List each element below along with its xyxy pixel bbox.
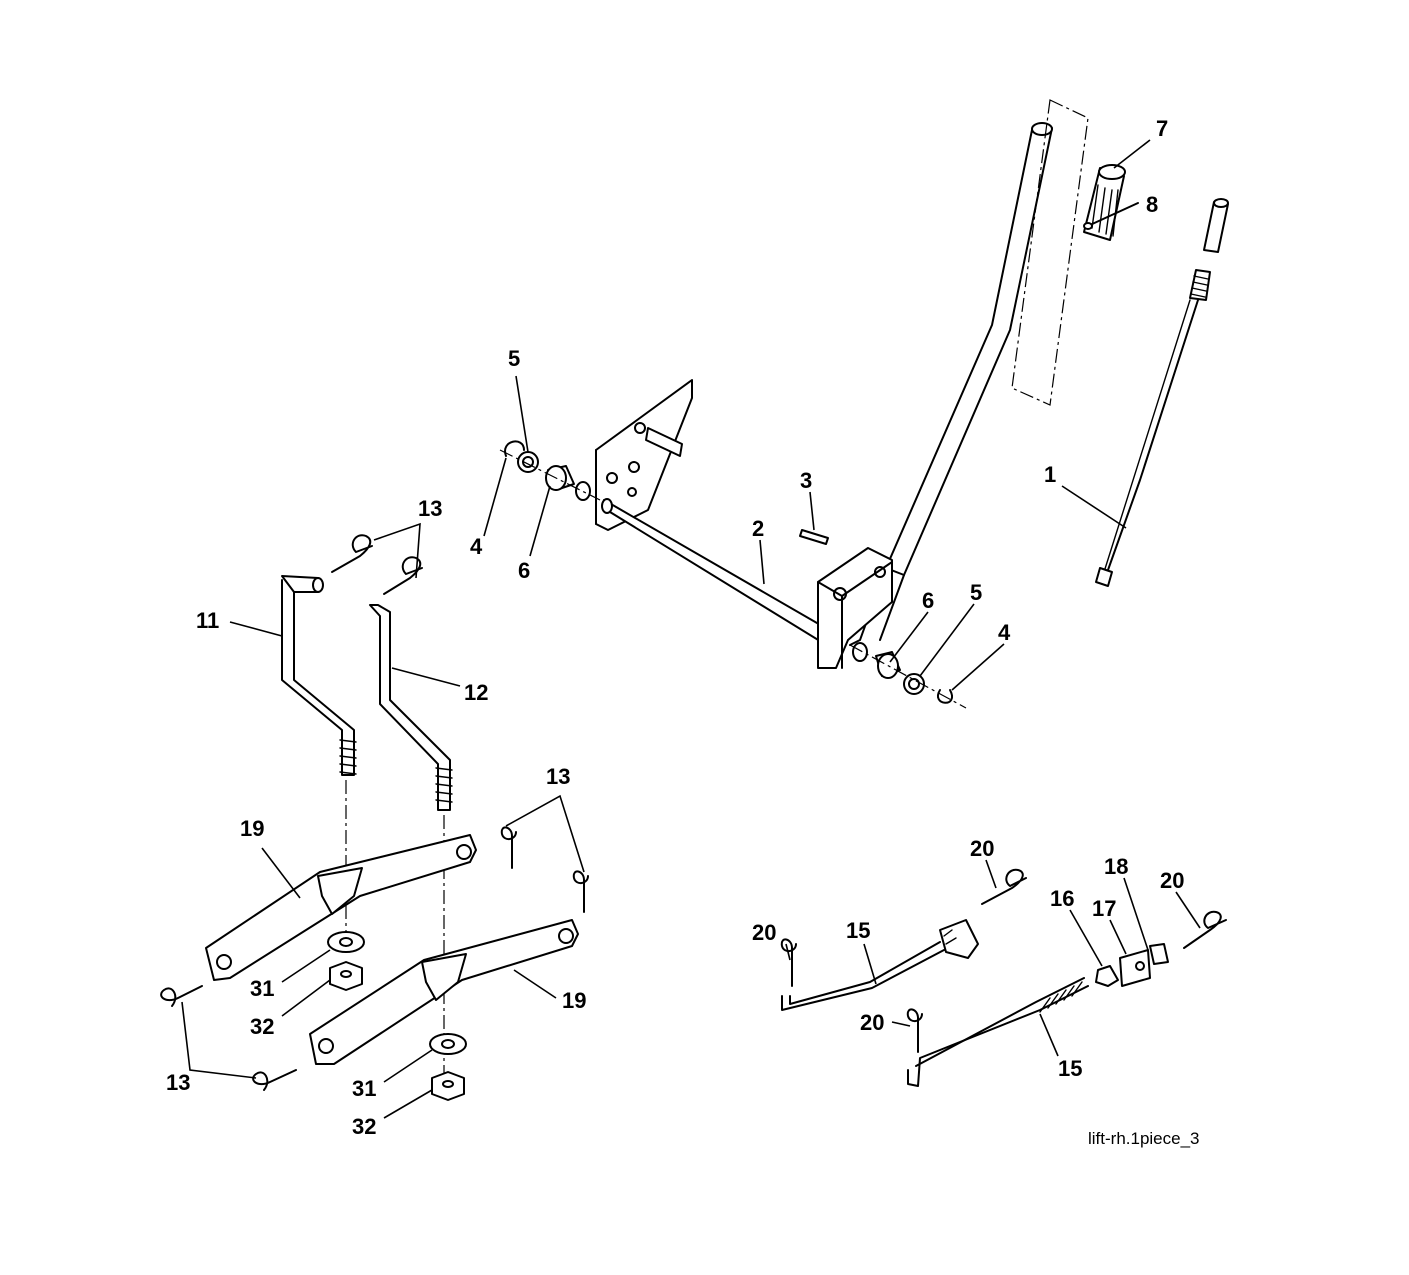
hair-pin-clips-bottom — [160, 985, 297, 1091]
left-bushing-set — [504, 440, 591, 501]
lift-link-12 — [369, 604, 453, 811]
callout-32: 32 — [250, 1014, 274, 1039]
callout-1: 1 — [1044, 462, 1056, 487]
figure-id: lift-rh.1piece_3 — [1088, 1129, 1200, 1148]
callout-20: 20 — [860, 1010, 884, 1035]
callout-20: 20 — [970, 836, 994, 861]
callout-12: 12 — [464, 680, 488, 705]
callout-4: 4 — [998, 620, 1011, 645]
lift-cable — [1095, 198, 1229, 587]
callout-13: 13 — [418, 496, 442, 521]
callout-labels: 7 8 1 5 4 6 3 2 6 5 4 13 11 12 13 19 31 … — [166, 116, 1184, 1139]
callout-11: 11 — [196, 608, 219, 633]
callout-20: 20 — [752, 920, 776, 945]
cross-shaft — [601, 498, 837, 647]
roll-pin — [1089, 202, 1139, 226]
callout-8: 8 — [1146, 192, 1158, 217]
callout-19: 19 — [562, 988, 586, 1013]
washers-nuts — [327, 931, 467, 1101]
callout-17: 17 — [1092, 896, 1116, 921]
shaft-key — [799, 529, 829, 545]
callout-6: 6 — [518, 558, 530, 583]
callout-31: 31 — [250, 976, 274, 1001]
lift-arm-upper — [205, 834, 477, 981]
callout-16: 16 — [1050, 886, 1074, 911]
callout-20: 20 — [1160, 868, 1184, 893]
callout-6: 6 — [922, 588, 934, 613]
callout-15: 15 — [846, 918, 870, 943]
adjust-rod-lower — [907, 977, 1089, 1087]
lift-arm-lower — [309, 919, 579, 1065]
callout-2: 2 — [752, 516, 764, 541]
lever-bracket — [817, 547, 893, 669]
adjust-rod-upper — [781, 919, 979, 1011]
callout-5: 5 — [970, 580, 982, 605]
callout-5: 5 — [508, 346, 520, 371]
adjuster-hardware — [1095, 943, 1169, 987]
lift-link-11 — [281, 575, 357, 776]
callout-4: 4 — [470, 534, 483, 559]
callout-7: 7 — [1156, 116, 1168, 141]
leader-lines — [181, 139, 1201, 1119]
callout-32: 32 — [352, 1114, 376, 1139]
callout-15: 15 — [1058, 1056, 1082, 1081]
callout-31: 31 — [352, 1076, 376, 1101]
grip-outline — [1011, 99, 1089, 406]
callout-13: 13 — [166, 1070, 190, 1095]
callout-3: 3 — [800, 468, 812, 493]
mounting-plate — [595, 379, 693, 531]
callout-18: 18 — [1104, 854, 1128, 879]
hair-pin-clips-20 — [780, 868, 1227, 1053]
callout-13: 13 — [546, 764, 570, 789]
callout-19: 19 — [240, 816, 264, 841]
hair-pin-clips-top — [331, 534, 423, 595]
hair-pin-clips-mid — [500, 826, 589, 913]
handle-grip — [1083, 164, 1126, 241]
